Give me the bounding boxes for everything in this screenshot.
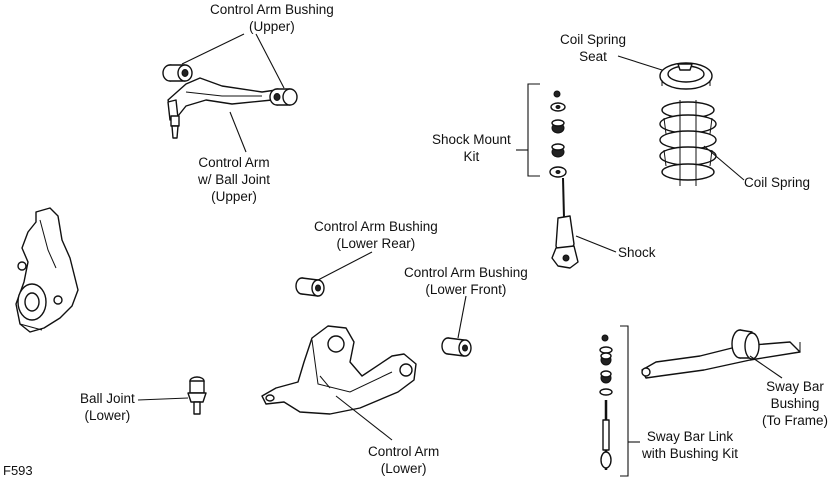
leader-sway-bushing xyxy=(749,355,783,379)
label-ball-joint: Ball Joint(Lower) xyxy=(80,391,135,423)
shock-part xyxy=(551,177,579,269)
label-lower-arm: Control Arm(Lower) xyxy=(368,444,440,476)
leader-upper-bushing-2 xyxy=(255,33,285,89)
lower-rear-bushing-part xyxy=(295,277,325,297)
label-coil-spring: Coil Spring xyxy=(744,175,811,190)
leader-spring-seat xyxy=(617,55,663,71)
lower-ball-joint-part xyxy=(187,376,207,415)
label-upper-bushing: Control Arm Bushing(Upper) xyxy=(210,2,334,34)
leader-shock xyxy=(575,235,617,253)
shock-mount-kit-part xyxy=(516,83,567,178)
leader-lower-rear-bushing xyxy=(317,251,373,281)
leader-coil-spring xyxy=(703,145,745,181)
spring-seat-part xyxy=(659,62,713,90)
lower-front-bushing-part xyxy=(441,337,472,357)
upper-bushing-right-part xyxy=(269,88,298,106)
upper-control-arm-part xyxy=(167,77,277,139)
sway-bar-part xyxy=(641,329,801,379)
coil-spring-part xyxy=(659,100,717,186)
figure-id: F593 xyxy=(3,463,33,478)
upper-bushing-left-part xyxy=(162,64,193,82)
label-lower-rear-bushing: Control Arm Bushing(Lower Rear) xyxy=(314,219,438,251)
leader-upper-bushing-1 xyxy=(181,33,245,65)
lower-control-arm-part xyxy=(261,325,417,415)
leader-lower-arm xyxy=(335,395,393,441)
label-lower-front-bushing: Control Arm Bushing(Lower Front) xyxy=(404,265,528,297)
leader-ball-joint xyxy=(137,397,189,401)
sway-bar-link-part xyxy=(599,325,640,477)
leader-lower-front-bushing xyxy=(457,295,467,339)
steering-knuckle-part xyxy=(15,207,79,333)
label-shock: Shock xyxy=(618,245,656,260)
leader-upper-arm xyxy=(229,111,247,153)
